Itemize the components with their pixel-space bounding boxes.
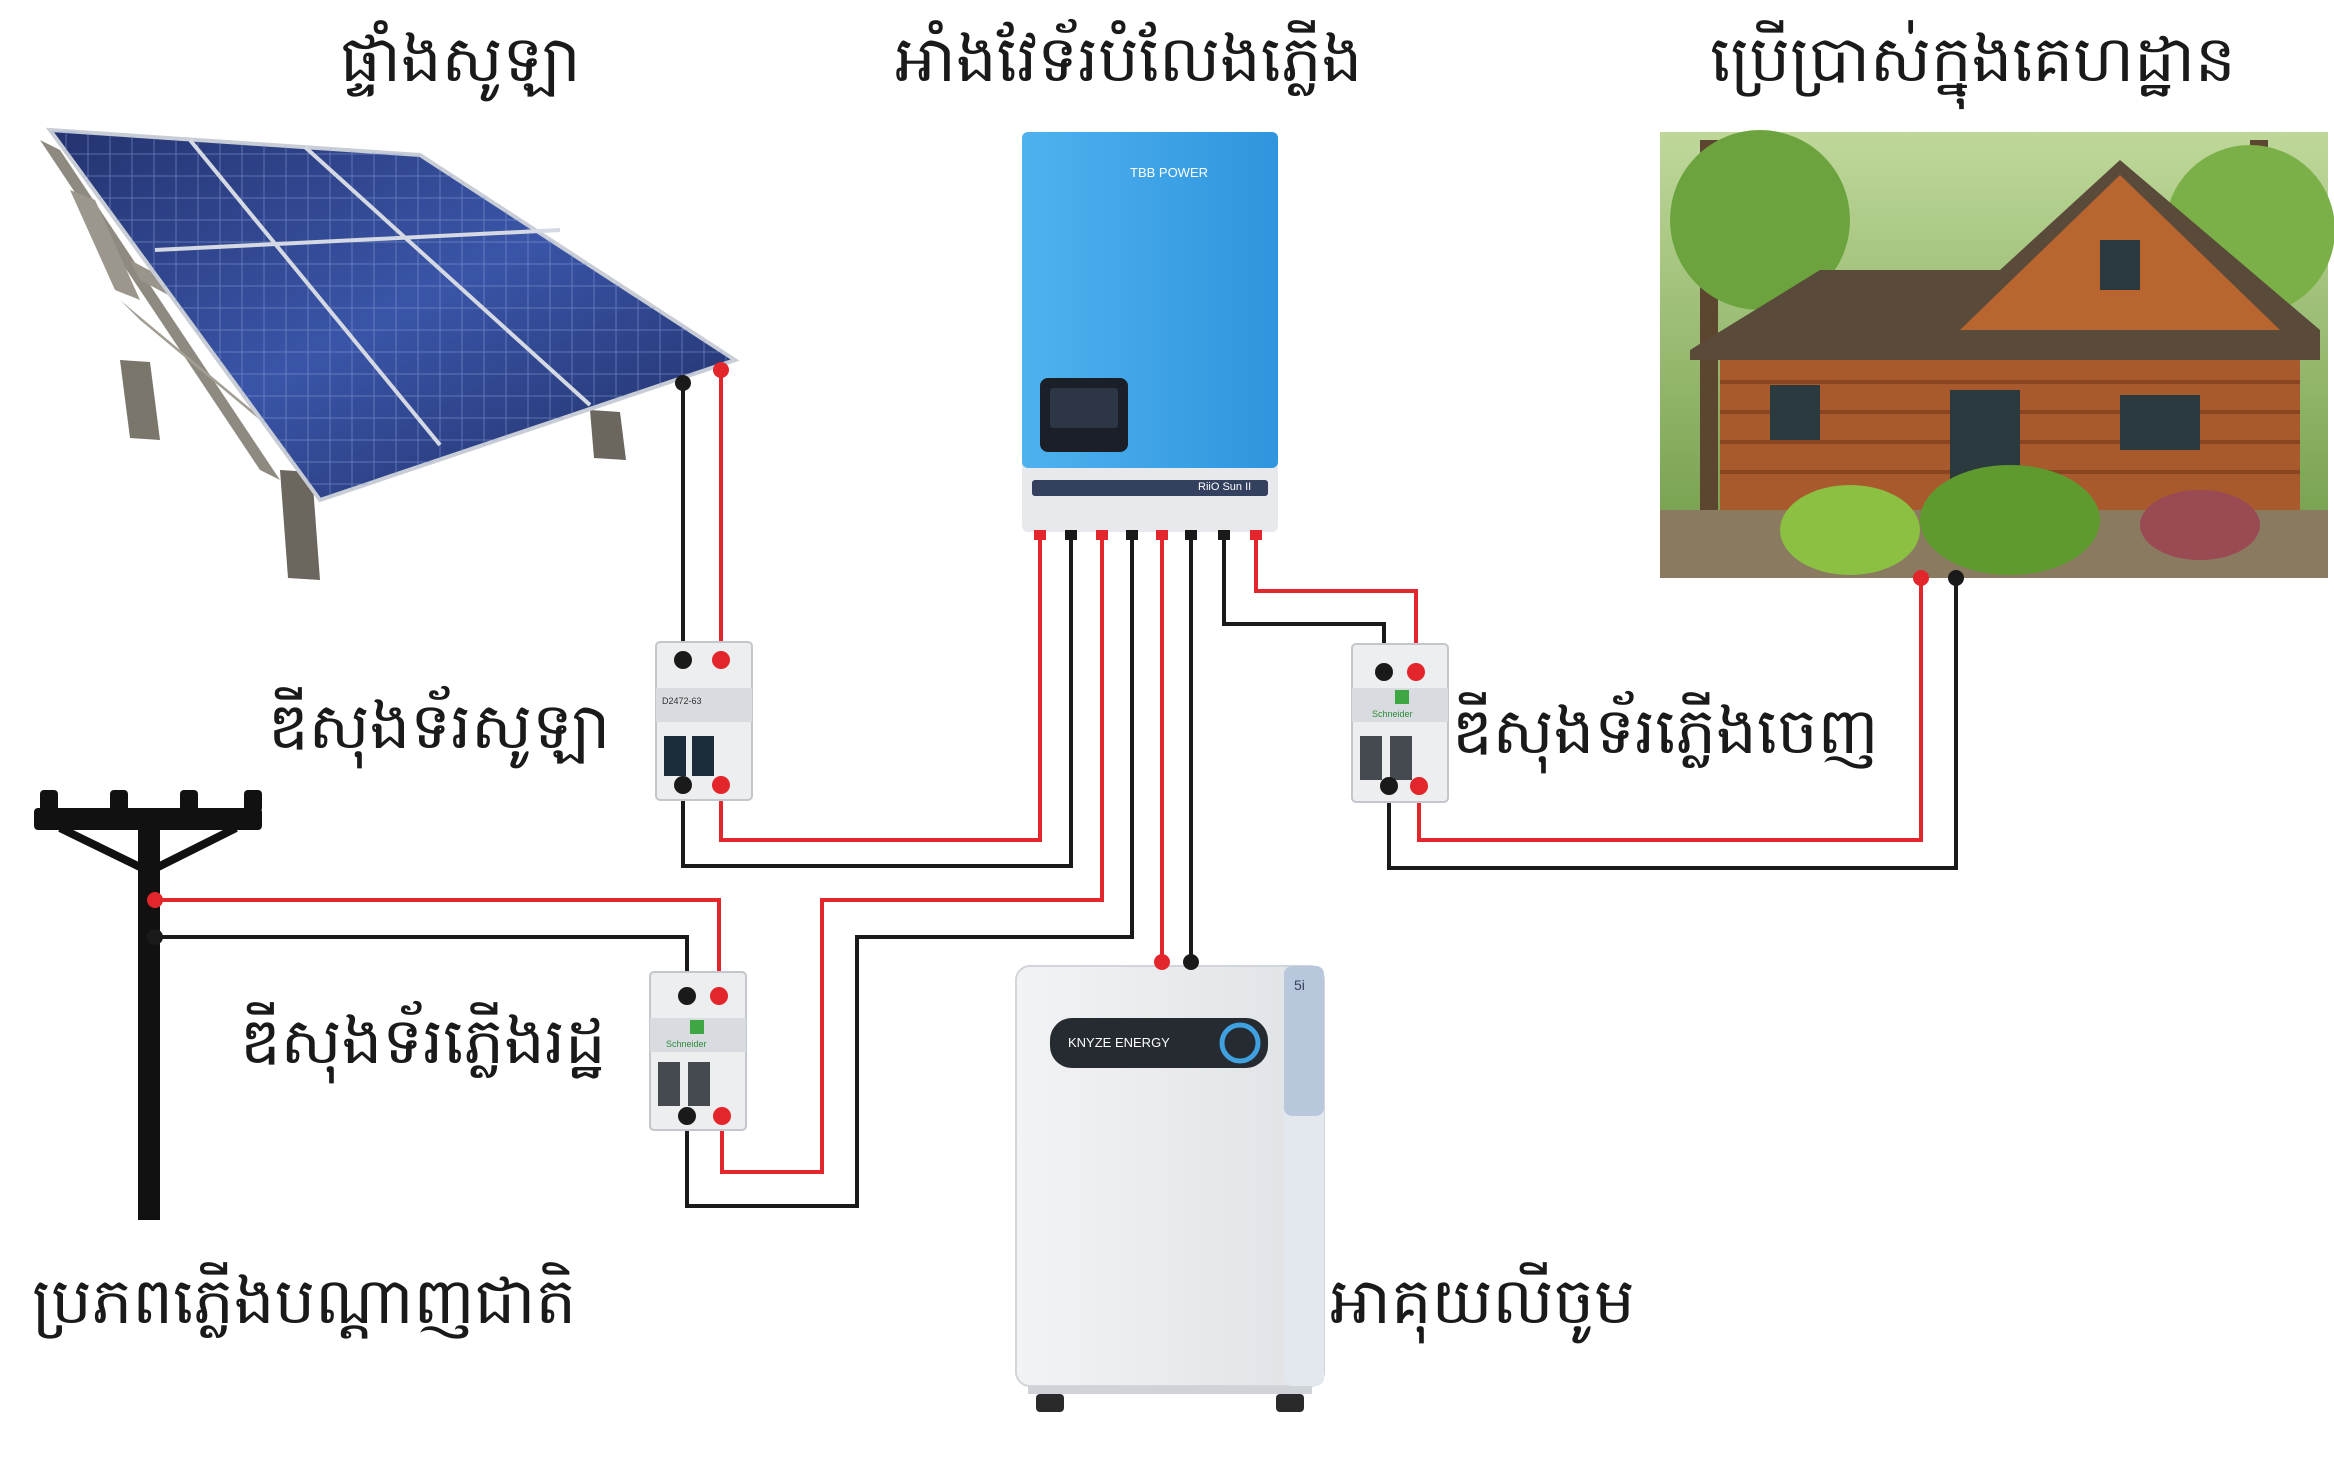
wire-home-negative [1387,578,1958,870]
grid-breaker [649,971,747,1131]
inverter [1022,132,1278,540]
label-grid-source: ប្រភពភ្លើងបណ្ដាញជាតិ [32,1265,577,1339]
wires [155,370,1958,1208]
inverter-model-text: RiiO Sun II [1198,481,1252,493]
wire-solar-breaker-positive [719,540,1042,842]
label-home-use: ប្រើប្រាស់ក្នុងគេហដ្ឋាន [1710,23,2236,97]
label-battery: អាគុយលីចូម [1330,1265,1635,1339]
grid-breaker-brand-text: Schneider [666,1039,707,1049]
inverter-brand-text: TBB POWER [1130,165,1209,180]
battery [1015,954,1325,1412]
battery-side-mark: 5i [1294,977,1305,993]
output-breaker [1351,643,1449,803]
wire-grid-breaker-negative [685,540,1134,1208]
label-solar-breaker: ឌីសុងទ័រសូឡា [268,690,611,764]
solar-breaker-model-text: D2472-63 [662,696,702,706]
wire-grid-breaker-positive [720,540,1104,1174]
wire-home-positive [1417,578,1923,842]
house-image [1660,130,2334,586]
label-solar-panel: ផ្ទាំងសូឡា [340,23,581,97]
wire-grid-negative [155,935,689,996]
label-inverter: អាំងវែទ័របំលែងភ្លើង [895,23,1363,97]
wire-grid-positive [155,898,721,996]
inverter-terminals [1034,530,1262,540]
utility-pole [34,790,262,1220]
label-grid-breaker: ឌីសុងទ័រភ្លើងរដ្ឋ [240,1005,606,1079]
solar-breaker [655,641,753,801]
label-output-breaker: ឌីសុងទ័រភ្លើងចេញ [1452,695,1879,769]
wire-output-positive [1254,540,1418,672]
wire-solar-breaker-negative [681,540,1073,868]
output-breaker-brand-text: Schneider [1372,709,1413,719]
battery-brand-text: KNYZE ENERGY [1068,1035,1170,1050]
solar-panel [40,127,740,580]
